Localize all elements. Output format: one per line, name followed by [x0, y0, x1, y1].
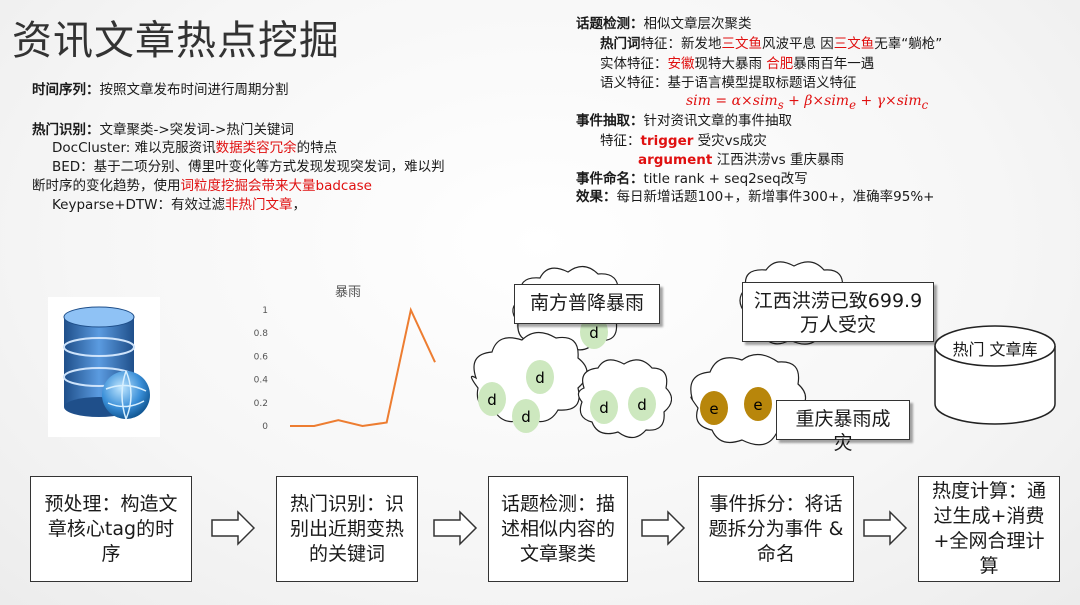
- cloud-right: d d: [577, 359, 672, 439]
- chart-series-line: [290, 306, 436, 428]
- hot-article-db-icon: [934, 325, 1056, 425]
- right-arrow-icon: [433, 510, 478, 546]
- timeseries-label: 时间序列：: [32, 82, 100, 98]
- hotword-text-2: 风波平息 因: [762, 36, 834, 52]
- callout-jiangxi-flood: 江西洪涝已致699.9 万人受灾: [742, 282, 934, 342]
- effect-label: 效果：: [576, 189, 617, 205]
- bed-text: BED：基于二项分别、傅里叶变化等方式发现发现突发词，难以判: [52, 159, 445, 175]
- callout-chongqing-rain: 重庆暴雨成灾: [776, 400, 910, 454]
- feature-text-2: 受灾vs成灾: [693, 133, 767, 149]
- topic-text: 相似文章层次聚类: [643, 16, 752, 32]
- right-arrow-icon: [863, 510, 908, 546]
- callout-south-rain: 南方普降暴雨: [514, 284, 660, 324]
- cloud-left: d d d: [470, 331, 588, 433]
- naming-label: 事件命名：: [576, 171, 644, 187]
- effect-line: 效果：每日新增话题100+，新增事件300+，准确率95%+: [576, 187, 934, 207]
- right-arrow-icon: [641, 510, 686, 546]
- hotword-hl-1: 三文鱼: [721, 36, 763, 52]
- chart-y-tick: 0.2: [254, 399, 268, 409]
- flow-step-event-split: 事件拆分：将话题拆分为事件 & 命名: [698, 476, 854, 582]
- doccluster-text: DocCluster: 难以克服资讯: [52, 140, 216, 156]
- feature-text: 特征：: [600, 133, 641, 149]
- flow-step-heat-calc: 热度计算：通过生成+消费+全网合理计算: [918, 476, 1060, 582]
- hotword-text: 特征：新发地: [640, 36, 722, 52]
- doccluster-tail: 的特点: [296, 140, 338, 156]
- topic-line: 话题检测：相似文章层次聚类: [576, 14, 752, 34]
- keyparse-line: Keyparse+DTW：有效过滤非热门文章，: [52, 195, 306, 215]
- node-label: d: [599, 399, 609, 417]
- node-label: d: [521, 408, 531, 426]
- entity-hl-2: 合肥: [766, 56, 794, 72]
- burst-line-chart: 暴雨 0 0.2 0.4 0.6 0.8 1: [254, 285, 436, 432]
- entity-text-2: 现特大暴雨: [694, 56, 767, 72]
- database-icon: [48, 297, 160, 437]
- event-node: [700, 391, 728, 425]
- event-label: 事件抽取：: [576, 113, 644, 129]
- chart-y-tick: 1: [262, 306, 268, 316]
- chart-y-tick: 0.4: [254, 376, 269, 386]
- naming-line: 事件命名：title rank + seq2seq改写: [576, 169, 808, 189]
- chart-y-tick: 0.6: [254, 352, 269, 362]
- bed-line: BED：基于二项分别、傅里叶变化等方式发现发现突发词，难以判: [52, 157, 445, 177]
- semantic-line: 语义特征：基于语言模型提取标题语义特征: [600, 75, 857, 91]
- entity-line: 实体特征：安徽现特大暴雨 合肥暴雨百年一遇: [600, 54, 874, 74]
- hotword-hl-2: 三文鱼: [833, 36, 875, 52]
- timeseries-text: 按照文章发布时间进行周期分割: [99, 82, 289, 98]
- hotword-label: 热门词: [600, 36, 641, 52]
- entity-text-3: 暴雨百年一遇: [793, 56, 875, 72]
- node-label: e: [753, 396, 762, 414]
- hotword-line: 热门词特征：新发地三文鱼风波平息 因三文鱼无辜“躺枪”: [600, 34, 942, 54]
- node-label: d: [589, 324, 599, 342]
- event-line: 事件抽取：针对资讯文章的事件抽取: [576, 111, 792, 131]
- naming-text: title rank + seq2seq改写: [643, 171, 808, 187]
- argument-text: 江西洪涝vs 重庆暴雨: [712, 152, 844, 168]
- hot-text: 文章聚类->突发词->热门关键词: [99, 122, 294, 138]
- keyparse-tail: ，: [292, 197, 307, 213]
- keyparse-text: Keyparse+DTW：有效过滤: [52, 197, 226, 213]
- argument-line: argument 江西洪涝vs 重庆暴雨: [638, 150, 844, 170]
- flow-step-preprocess: 预处理：构造文章核心tag的时序: [30, 476, 192, 582]
- bed-line-2: 断时序的变化趋势，使用词粒度挖掘会带来大量badcase: [32, 176, 372, 196]
- hot-line: 热门识别：文章聚类->突发词->热门关键词: [32, 120, 294, 140]
- node-label: d: [487, 391, 497, 409]
- doccluster-line: DocCluster: 难以克服资讯数据类容冗余的特点: [52, 138, 337, 158]
- page-title: 资讯文章热点挖掘: [12, 18, 340, 64]
- node-label: d: [637, 396, 647, 414]
- bed-highlight: 词粒度挖掘会带来大量badcase: [180, 178, 372, 194]
- trigger-label: trigger: [640, 133, 694, 149]
- entity-hl-1: 安徽: [667, 56, 695, 72]
- right-arrow-icon: [211, 510, 256, 546]
- argument-label: argument: [638, 152, 713, 168]
- event-text: 针对资讯文章的事件抽取: [643, 113, 793, 129]
- topic-label: 话题检测：: [576, 16, 644, 32]
- event-node: [744, 387, 772, 421]
- entity-text: 实体特征：: [600, 56, 668, 72]
- chart-y-tick: 0.8: [254, 329, 269, 339]
- flow-step-topic-detection: 话题检测：描述相似内容的文章聚类: [488, 476, 628, 582]
- chart-y-tick: 0: [262, 422, 268, 432]
- node-label: e: [709, 400, 718, 418]
- timeseries-line: 时间序列：按照文章发布时间进行周期分割: [32, 80, 289, 100]
- flow-step-hot-detection: 热门识别：识别出近期变热的关键词: [276, 476, 418, 582]
- doccluster-highlight: 数据类容冗余: [215, 140, 297, 156]
- node-label: d: [535, 369, 545, 387]
- effect-text: 每日新增话题100+，新增事件300+，准确率95%+: [616, 189, 935, 205]
- hotword-text-3: 无辜“躺枪”: [874, 36, 943, 52]
- hot-article-db-label: 热门 文章库: [952, 340, 1038, 359]
- hot-label: 热门识别：: [32, 122, 100, 138]
- chart-title: 暴雨: [335, 285, 361, 300]
- feature-line: 特征：trigger 受灾vs成灾: [600, 131, 767, 151]
- similarity-formula: sim = α×sims + β×sime + γ×simc: [686, 93, 929, 112]
- keyparse-highlight: 非热门文章: [225, 197, 293, 213]
- bed-text-2: 断时序的变化趋势，使用: [32, 178, 181, 194]
